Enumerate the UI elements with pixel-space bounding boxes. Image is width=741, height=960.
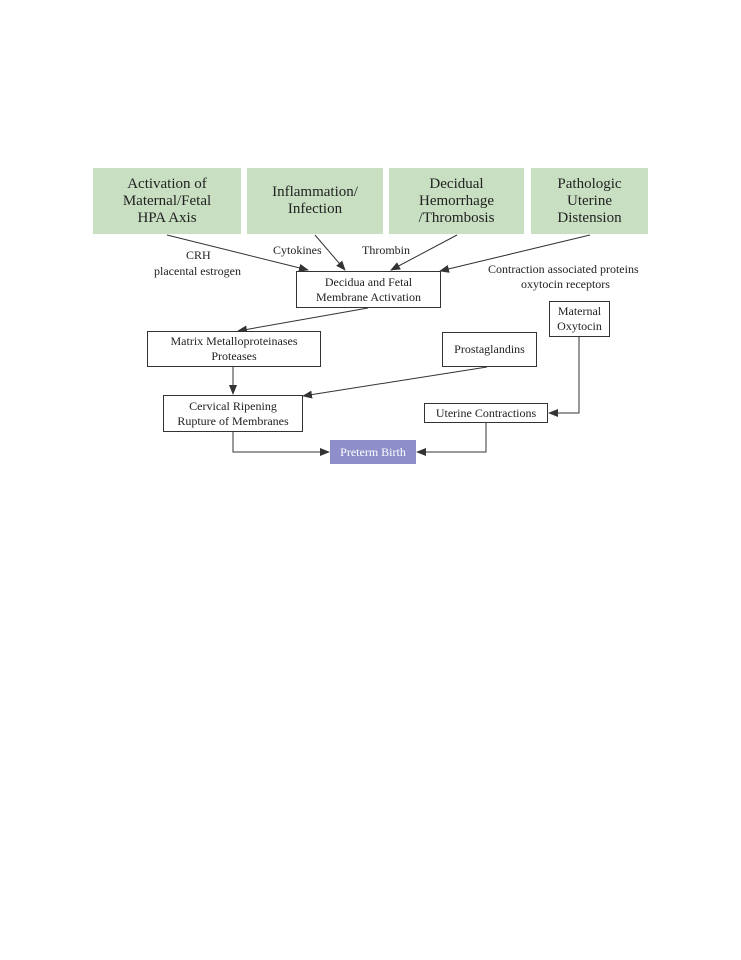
label-contraction-associated-proteins: Contraction associated proteins xyxy=(488,262,639,276)
label-crh: CRH xyxy=(186,248,211,262)
arrow-distension-to-decidua xyxy=(439,234,591,273)
cause-decidual-hemorrhage: Decidual Hemorrhage /Thrombosis xyxy=(389,168,524,234)
node-prostaglandins: Prostaglandins xyxy=(442,332,537,367)
cause-uterine-distension: Pathologic Uterine Distension xyxy=(531,168,648,234)
node-uterine-contractions: Uterine Contractions xyxy=(424,403,548,423)
label-placental-estrogen: placental estrogen xyxy=(154,264,241,278)
node-cervical-ripening: Cervical Ripening Rupture of Membranes xyxy=(163,395,303,432)
arrow-decidua-to-mmp xyxy=(237,307,369,334)
cause-hpa-axis: Activation of Maternal/Fetal HPA Axis xyxy=(93,168,241,234)
arrow-inflammation-to-decidua xyxy=(314,234,346,271)
arrow-hemorrhage-to-decidua xyxy=(390,234,458,271)
node-preterm-birth: Preterm Birth xyxy=(330,440,416,464)
label-thrombin: Thrombin xyxy=(362,243,410,257)
label-cytokines: Cytokines xyxy=(273,243,322,257)
arrow-cervical-to-preterm-birth xyxy=(232,432,330,456)
node-matrix-metalloproteinases: Matrix Metalloproteinases Proteases xyxy=(147,331,321,367)
node-maternal-oxytocin: Maternal Oxytocin xyxy=(549,301,610,337)
cause-inflammation-infection: Inflammation/ Infection xyxy=(247,168,383,234)
arrow-contractions-to-preterm-birth xyxy=(416,423,487,456)
node-decidua-membrane-activation: Decidua and Fetal Membrane Activation xyxy=(296,271,441,308)
arrow-hpa-to-decidua xyxy=(166,234,309,272)
arrow-oxytocin-to-contractions xyxy=(548,337,580,417)
arrow-prostaglandins-to-cervical xyxy=(302,366,488,399)
label-oxytocin-receptors: oxytocin receptors xyxy=(521,277,610,291)
